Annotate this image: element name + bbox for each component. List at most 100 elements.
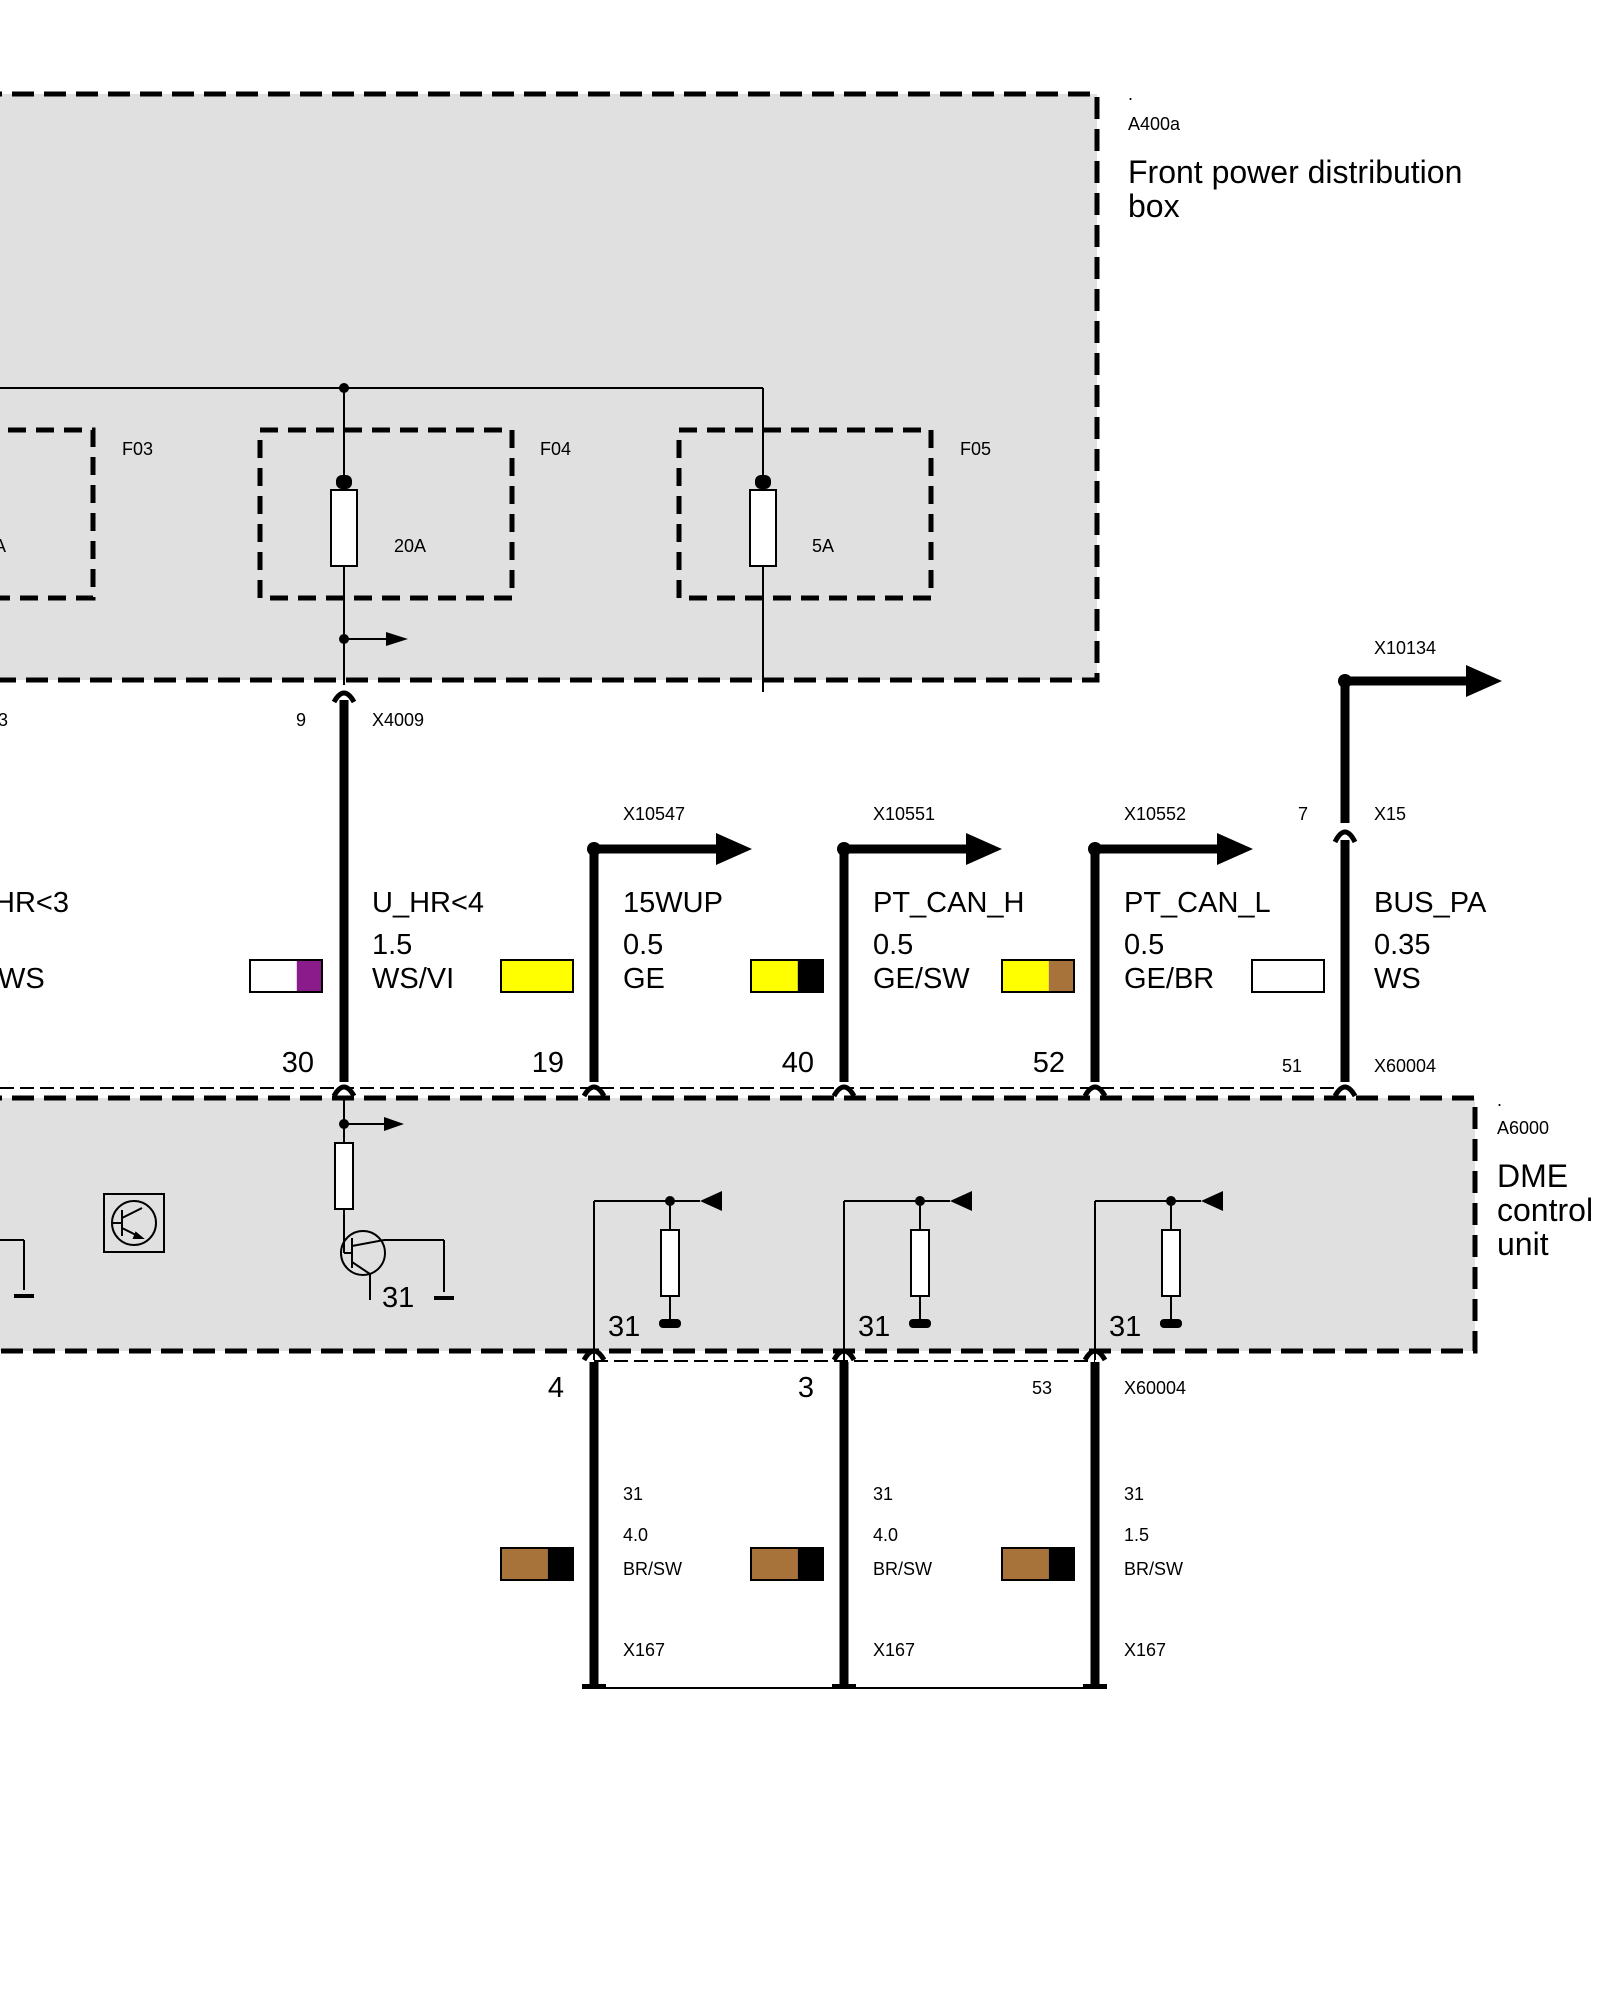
swatch-border: [1001, 959, 1075, 993]
wire-pt-can-h-color-code: GE/SW: [873, 963, 970, 995]
connector-x60004-bottom-label: X60004: [1124, 1378, 1186, 1398]
pin-40: 40: [782, 1047, 814, 1079]
swatch-border: [500, 959, 574, 993]
wire-pt-can-h: [837, 833, 1002, 1082]
dme-left-ground-fragment: [0, 1239, 34, 1298]
wire-pt-can-l-color-code: GE/BR: [1124, 963, 1214, 995]
connector-x4009-label: X4009: [372, 710, 424, 730]
fuse-f04-rating: 20A: [394, 536, 426, 556]
dme-u-hr-internal-circuit: [334, 1100, 454, 1300]
connector-x15-label: X15: [1374, 804, 1406, 824]
dme-bottom-pin-arcs: [581, 1348, 1108, 1362]
fuse-f05-rating: 5A: [812, 536, 834, 556]
wire-pt-can-h-signal: PT_CAN_H: [873, 887, 1025, 919]
swatch-border: [750, 1547, 824, 1581]
connector-x10552-label: X10552: [1124, 804, 1186, 824]
wire-pt-can-l-color-swatch: [1001, 959, 1075, 993]
wire-label-pt-can-h: PT_CAN_H 0.5 GE/SW: [873, 887, 1025, 995]
dme-top-pin-arcs: [331, 1084, 1358, 1098]
ground-wire-2-connector: X167: [873, 1640, 915, 1660]
fuse-f04-label: F04: [540, 439, 571, 459]
wire-15wup-signal: 15WUP: [623, 887, 723, 919]
ground-wire-2: [832, 1362, 856, 1689]
connector-x10547-label: X10547: [623, 804, 685, 824]
ground-wire-3-cross-section: 1.5: [1124, 1525, 1149, 1545]
ground-wire-1-color-code: BR/SW: [623, 1559, 682, 1579]
ground-wire-3-color-code: BR/SW: [1124, 1559, 1183, 1579]
wire-label-bus-pa: BUS_PA 0.35 WS: [1374, 887, 1487, 995]
swatch-base-color: [751, 960, 798, 992]
wire-pt-can-h-cross-section: 0.5: [873, 929, 913, 961]
connector-x4009-pin-number: 9: [296, 710, 306, 730]
swatch-base-color: [501, 1548, 548, 1580]
front-box-dot: .: [1128, 84, 1133, 104]
ground-wire-3-color-swatch: [1001, 1547, 1075, 1581]
wire-hr3-signal: HR<3: [0, 887, 69, 919]
wire-label-pt-can-l: PT_CAN_L 0.5 GE/BR: [1124, 887, 1271, 995]
wire-pt-can-l: [1088, 833, 1253, 1082]
ground-wire-1-connector: X167: [623, 1640, 665, 1660]
fuse-bus-bar: [0, 387, 764, 480]
wire-hr3-color-code: /WS: [0, 963, 45, 995]
swatch-border: [500, 1547, 574, 1581]
wire-label-15wup: 15WUP 0.5 GE: [623, 887, 723, 995]
dme-15wup-input-circuit: [593, 1191, 722, 1360]
swatch-stripe-color: [1048, 1548, 1074, 1580]
swatch-border: [249, 959, 323, 993]
wire-15wup-color-code: GE: [623, 963, 665, 995]
wire-bus-pa-signal: BUS_PA: [1374, 887, 1487, 919]
dme-id: A6000: [1497, 1118, 1549, 1138]
ground-wire-1-labels: 31 4.0 BR/SW X167: [623, 1484, 682, 1660]
dme-name-line3: unit: [1497, 1226, 1549, 1262]
connector-x60004-bottom-pin: 53: [1032, 1378, 1052, 1398]
dme-name-line2: control: [1497, 1192, 1593, 1228]
wire-15wup-cross-section: 0.5: [623, 929, 663, 961]
transistor-symbol-icon: [103, 1193, 165, 1253]
bus-junction-dot: [339, 383, 349, 393]
wire-u-hr4-color-code: WS/VI: [372, 963, 454, 995]
swatch-border: [750, 959, 824, 993]
dme-15wup-ground-label: 31: [608, 1311, 640, 1343]
pin-52: 52: [1033, 1047, 1065, 1079]
wire-15wup: [587, 833, 752, 1082]
ground-wire-1-pin: 4: [548, 1372, 564, 1404]
dme-pt-can-h-ground-label: 31: [858, 1311, 890, 1343]
ground-wire-3-connector: X167: [1124, 1640, 1166, 1660]
swatch-border: [1251, 959, 1325, 993]
f04-branch-arrow: [339, 632, 408, 646]
wire-pt-can-l-signal: PT_CAN_L: [1124, 887, 1271, 919]
ground-wire-3-labels: 31 1.5 BR/SW X167: [1124, 1484, 1183, 1660]
dme-dot: .: [1497, 1090, 1502, 1110]
ground-wire-3: [1083, 1362, 1107, 1689]
swatch-stripe-color: [1048, 960, 1074, 992]
ground-wire-2-color-swatch: [750, 1547, 824, 1581]
ground-wire-2-labels: 31 4.0 BR/SW X167: [873, 1484, 932, 1660]
wire-bus-pa: [1332, 665, 1502, 1082]
ground-wire-1-color-swatch: [500, 1547, 574, 1581]
wire-label-hr3: HR<3 /WS: [0, 887, 69, 995]
connector-x10134-label: X10134: [1374, 638, 1436, 658]
swatch-base-color: [1002, 1548, 1049, 1580]
pin-19: 19: [532, 1047, 564, 1079]
wire-bus-pa-color-code: WS: [1374, 963, 1421, 995]
ground-wire-3-terminal: 31: [1124, 1484, 1144, 1504]
dme-pt-can-l-input-circuit: [1094, 1191, 1223, 1360]
dme-pt-can-l-ground-label: 31: [1109, 1311, 1141, 1343]
wire-bus-pa-cross-section: 0.35: [1374, 929, 1430, 961]
front-box-name-line1: Front power distribution: [1128, 154, 1462, 190]
connector-x15-pin-number: 7: [1298, 804, 1308, 824]
fuse-f03: [0, 427, 96, 601]
swatch-base-color: [751, 1548, 798, 1580]
connector-x4009-pin: [331, 690, 357, 704]
ground-wire-2-pin: 3: [798, 1372, 814, 1404]
swatch-border: [1001, 1547, 1075, 1581]
connector-x60004-top-label: X60004: [1374, 1056, 1436, 1076]
swatch-base-color: [1002, 960, 1049, 992]
wire-u-hr4-signal: U_HR<4: [372, 887, 484, 919]
wire-u-hr4-cross-section: 1.5: [372, 929, 412, 961]
swatch-fill: [501, 960, 573, 992]
connector-x60004-top-pin: 51: [1282, 1056, 1302, 1076]
wire-pt-can-l-cross-section: 0.5: [1124, 929, 1164, 961]
ground-wire-2-color-code: BR/SW: [873, 1559, 932, 1579]
swatch-stripe-color: [547, 1548, 573, 1580]
